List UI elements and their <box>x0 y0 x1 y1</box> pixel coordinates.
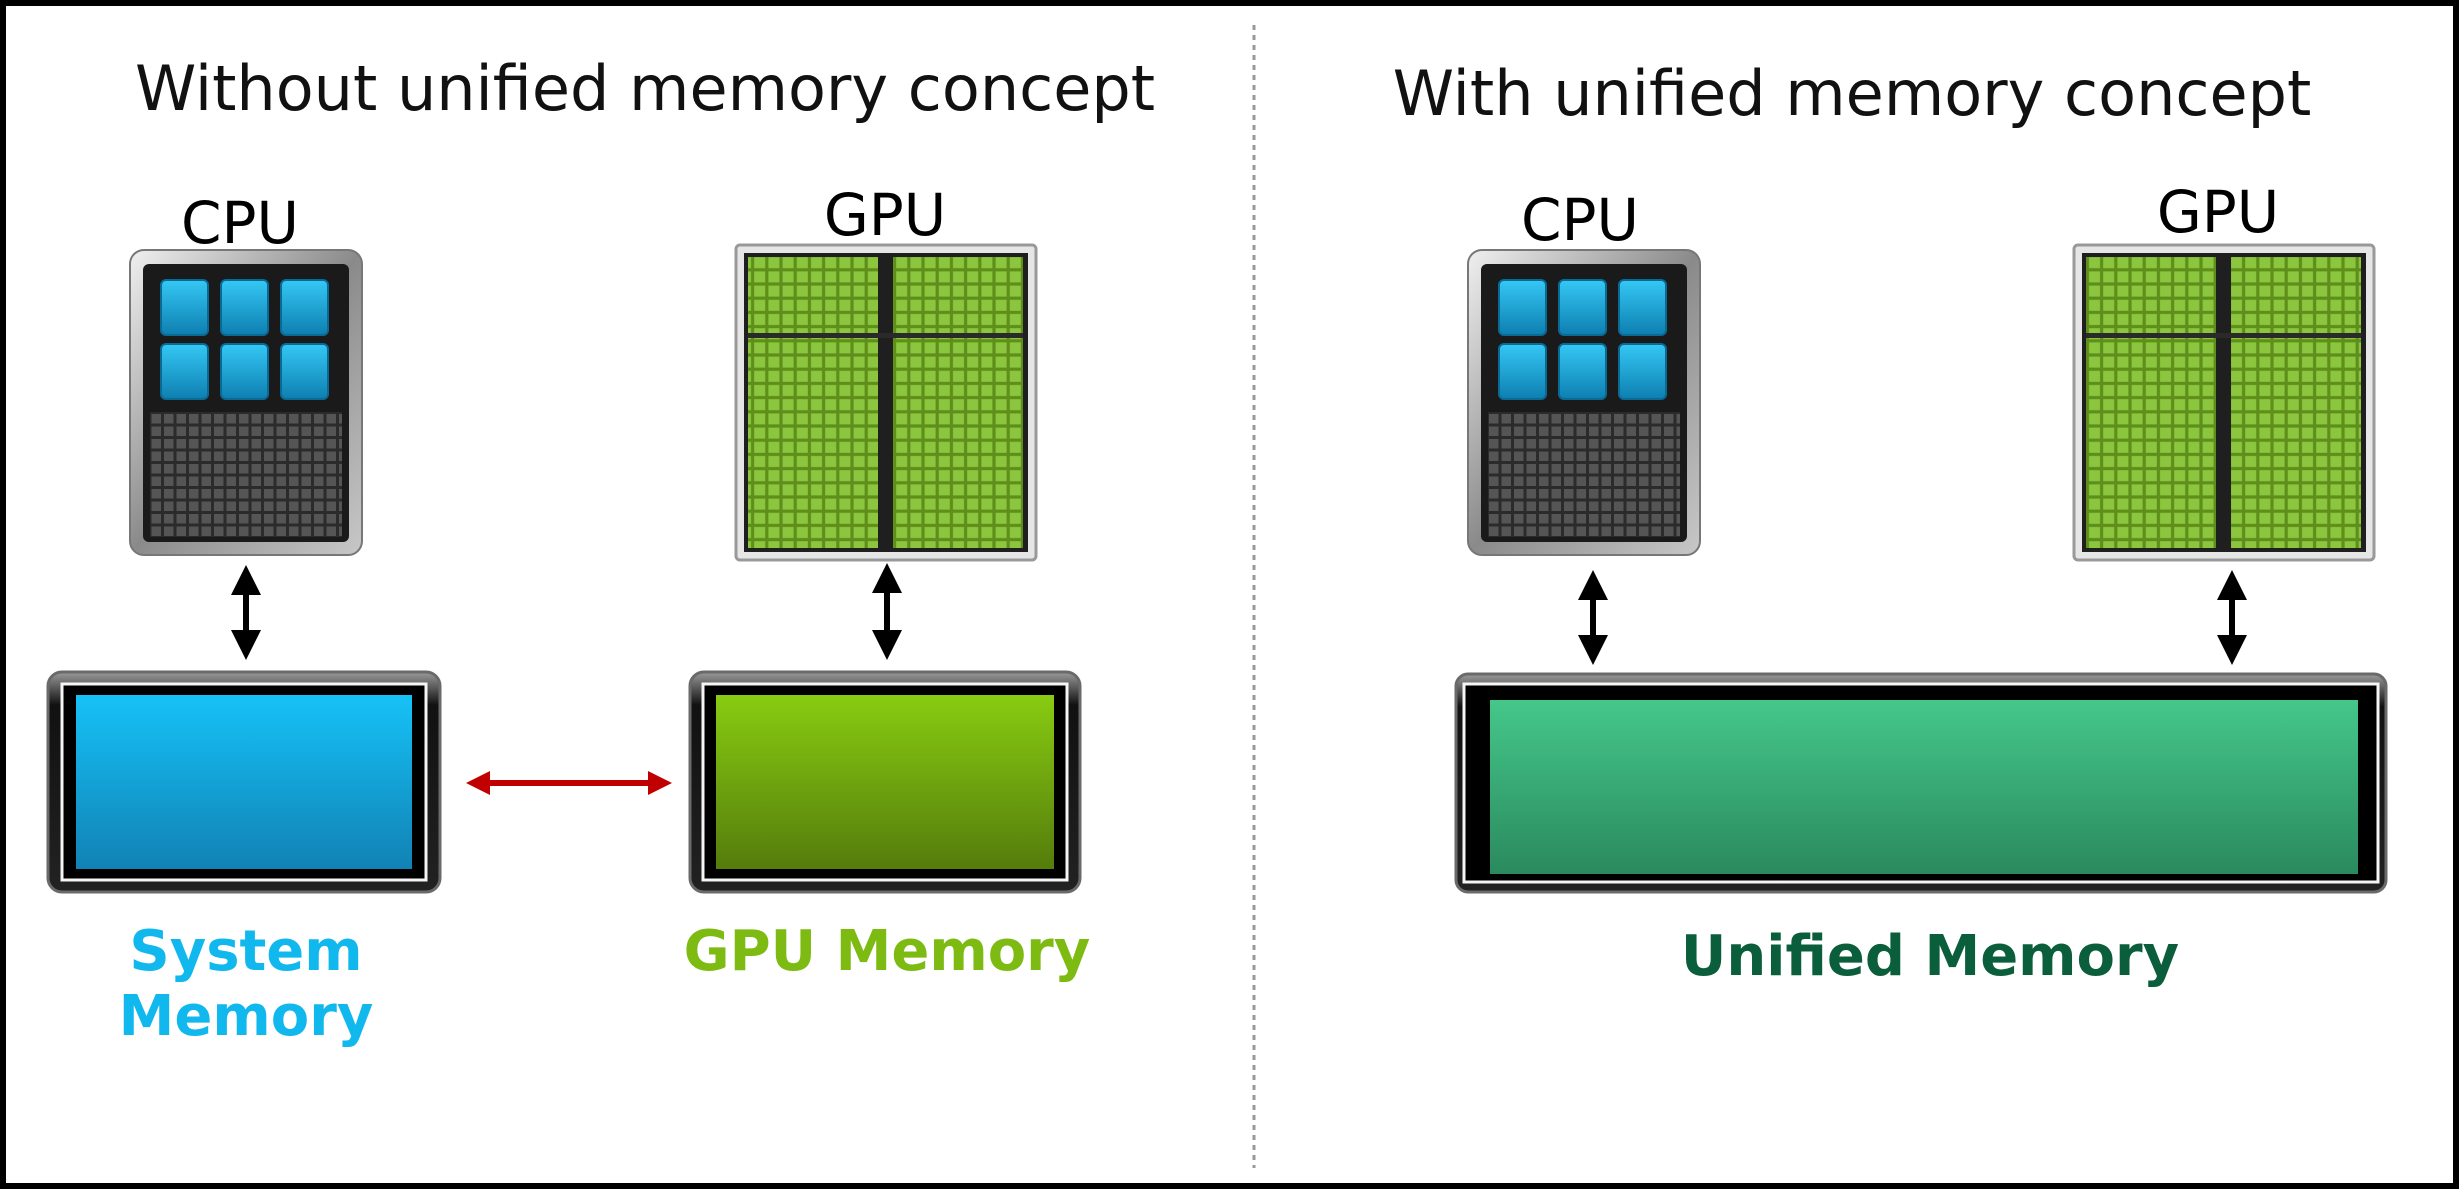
right-cpu-chip <box>1467 249 1701 556</box>
left-cpu-chip <box>129 249 363 556</box>
system-memory-box <box>46 670 442 894</box>
unified-memory-box <box>1454 672 2388 894</box>
right-panel-title: With unified memory concept <box>1393 57 2312 130</box>
cpu-core-grid <box>1498 279 1667 400</box>
right-gpu-label: GPU <box>2157 178 2279 246</box>
left-gpu-label: GPU <box>824 181 946 249</box>
left-cpu-label: CPU <box>181 189 299 257</box>
unified-memory-label: Unified Memory <box>1681 924 2179 989</box>
gpu-memory-label: GPU Memory <box>684 919 1091 984</box>
left-gpu-chip <box>734 243 1038 562</box>
system-memory-label-line1: System <box>129 919 362 984</box>
right-cpu-label: CPU <box>1521 186 1639 254</box>
system-memory-label-line2: Memory <box>119 984 374 1049</box>
left-panel-title: Without unified memory concept <box>135 52 1155 125</box>
left-panel: Without unified memory concept CPU GPU <box>46 52 1155 1049</box>
gpu-memory-box <box>688 670 1082 894</box>
right-panel: With unified memory concept CPU GPU <box>1393 57 2388 989</box>
right-gpu-chip <box>2072 243 2376 562</box>
cpu-core-grid <box>160 279 329 400</box>
